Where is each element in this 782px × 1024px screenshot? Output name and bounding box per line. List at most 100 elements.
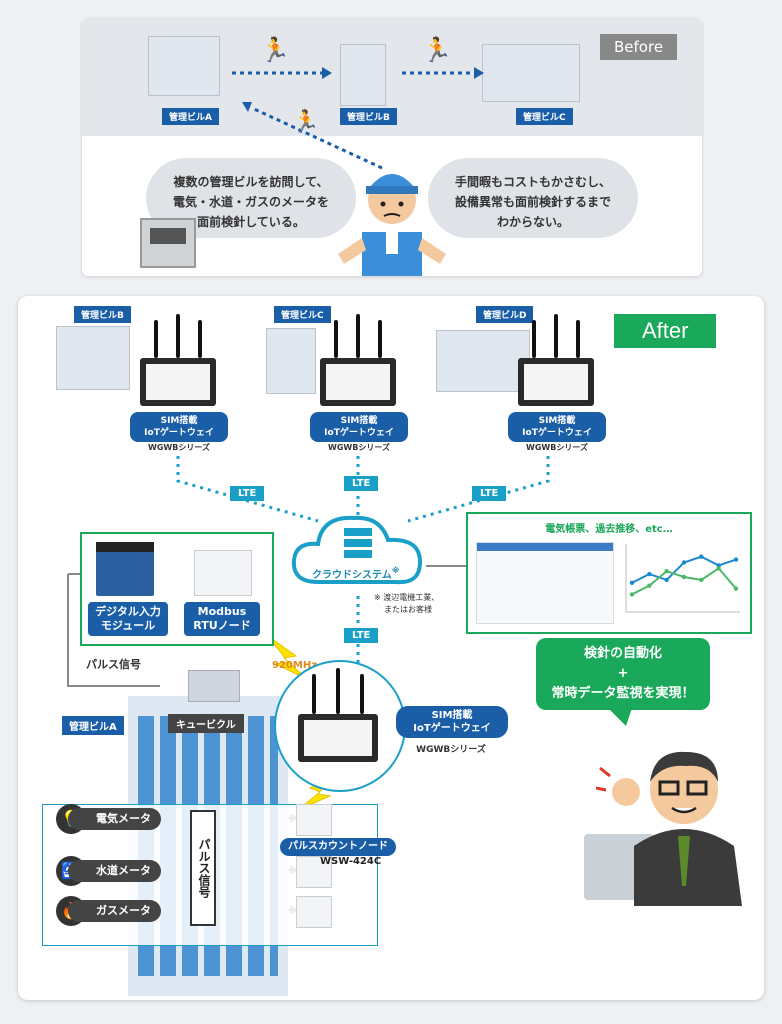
sim-label-line: SIM搭載: [340, 416, 378, 426]
series-1-line: [631, 566, 737, 596]
speech-line: 検針の自動化: [583, 646, 662, 661]
before-speech-right: 手間暇もコストもかさむし、 設備異常も面前検針するまで わからない。: [428, 158, 638, 238]
bubble-line: 電気・水道・ガスのメータを: [172, 195, 329, 209]
pulse-signal-label: パルス信号: [86, 658, 141, 671]
building-c-illustration: [482, 44, 580, 102]
gateway-device-b: [140, 314, 216, 406]
speech-tail: [608, 708, 632, 726]
gateway-d-label: SIM搭載 IoTゲートウェイ: [508, 412, 606, 442]
series-1-point-5: [716, 566, 721, 571]
series-0-point-2: [664, 577, 669, 583]
gas-meter-label: ガスメータ: [68, 900, 161, 922]
gateway-c-building-label: 管理ビルC: [274, 306, 331, 323]
sim-label-line: IoTゲートウェイ: [324, 428, 394, 438]
building-d-illustration: [436, 330, 530, 392]
series-1-point-4: [699, 577, 704, 583]
sim-label-line: SIM搭載: [431, 710, 473, 721]
before-building-a-label: 管理ビルA: [162, 108, 219, 125]
bubble-line: 面前検針している。: [197, 215, 305, 229]
cubicle-illustration: [188, 670, 240, 702]
before-panel: Before 管理ビルA 管理ビルB 管理ビルC 🏃 🏃 🏃 複数の管理ビルを訪…: [82, 18, 702, 276]
gateway-device-c: [320, 314, 396, 406]
after-tag: After: [614, 314, 717, 348]
gateway-c-label: SIM搭載 IoTゲートウェイ: [310, 412, 408, 442]
electric-meter-label: 電気メータ: [68, 808, 161, 830]
sim-label-line: IoTゲートウェイ: [522, 428, 592, 438]
cloud-note-2: またはお客様: [384, 605, 432, 614]
pulse-node-model: WSW-424C: [320, 856, 382, 867]
gateway-b-building-label: 管理ビルB: [74, 306, 131, 323]
series-1-point-2: [664, 569, 669, 574]
running-person-icon: 🏃: [422, 36, 452, 64]
lte-label-right: LTE: [472, 486, 507, 501]
cubicle-label: キュービクル: [168, 714, 244, 733]
series-1-point-6: [733, 586, 739, 591]
building-a-label: 管理ビルA: [62, 716, 124, 735]
before-building-c-label: 管理ビルC: [516, 108, 573, 125]
bubble-line: 複数の管理ビルを訪問して、: [173, 175, 329, 189]
building-c-illustration: [266, 328, 316, 394]
gateway-c-series: WGWBシリーズ: [328, 443, 390, 452]
device-box: デジタル入力 モジュール Modbus RTUノード: [80, 532, 274, 646]
lte-label-center: LTE: [344, 476, 379, 491]
water-meter-label: 水道メータ: [68, 860, 161, 882]
gateway-d-series: WGWBシリーズ: [526, 443, 588, 452]
freq-label-upper: 920MHz: [272, 660, 318, 671]
cloud-note-1: ※ 渡辺電機工業、: [374, 593, 440, 602]
pulse-node-illustration: [296, 804, 332, 836]
report-line-chart: [625, 544, 740, 613]
cloud-system-label: クラウドシステム※: [312, 566, 399, 581]
pulse-node-label: パルスカウントノード: [280, 838, 396, 856]
bubble-line: 設備異常も面前検針するまで: [454, 195, 611, 209]
digital-input-module-illustration: [96, 542, 154, 596]
happy-businessman-illustration: [584, 751, 742, 906]
gateway-b-label: SIM搭載 IoTゲートウェイ: [130, 412, 228, 442]
speech-line: 常時データ監視を実現！: [551, 686, 695, 701]
lte-label-lower: LTE: [344, 628, 379, 643]
series-0-point-0: [629, 580, 635, 585]
after-panel: After 管理ビルB 管理ビルC 管理ビルD SIM搭載 IoTゲートウェイ …: [18, 296, 764, 1000]
series-1-point-0: [629, 592, 635, 597]
digital-input-label: デジタル入力 モジュール: [88, 602, 168, 636]
meter-photo: [140, 218, 196, 268]
cloud-label-text: クラウドシステム: [312, 570, 392, 581]
digital-input-line: デジタル入力: [95, 605, 161, 618]
series-0-point-6: [733, 557, 739, 562]
report-table-thumbnail: [476, 542, 614, 624]
before-building-b-label: 管理ビルB: [340, 108, 397, 125]
sim-label-line: IoTゲートウェイ: [144, 428, 214, 438]
main-gateway-label: SIM搭載 IoTゲートウェイ: [396, 706, 508, 738]
pulse-node-illustration: [296, 856, 332, 888]
before-tag: Before: [600, 34, 678, 60]
before-route-arrows: [232, 67, 484, 170]
building-a-illustration: [148, 36, 220, 96]
gateway-b-series: WGWBシリーズ: [148, 443, 210, 452]
running-person-icon: 🏃: [292, 110, 320, 135]
gateway-d-building-label: 管理ビルD: [476, 306, 534, 323]
building-b-illustration: [56, 326, 130, 390]
modbus-line: Modbus: [197, 605, 247, 618]
bubble-line: わからない。: [496, 215, 569, 229]
main-gateway-device: [298, 668, 378, 762]
running-person-icon: 🏃: [260, 36, 290, 64]
series-0-point-4: [699, 554, 704, 559]
series-1-point-3: [681, 574, 687, 580]
digital-input-line: モジュール: [100, 619, 156, 632]
series-1-point-1: [647, 583, 652, 588]
sim-label-line: IoTゲートウェイ: [413, 723, 491, 734]
gateway-device-d: [518, 314, 594, 406]
cloud-icon: [291, 515, 423, 585]
series-0-point-1: [647, 571, 652, 577]
speech-line: +: [617, 666, 629, 681]
sim-label-line: SIM搭載: [160, 416, 198, 426]
pulse-node-illustration: [296, 896, 332, 928]
report-box: 電気帳票、過去推移、etc…: [466, 512, 752, 634]
modbus-label: Modbus RTUノード: [184, 602, 260, 636]
cloud-mark: ※: [391, 566, 400, 575]
result-speech-bubble: 検針の自動化 + 常時データ監視を実現！: [536, 638, 710, 710]
modbus-line: RTUノード: [193, 619, 251, 632]
before-speech-left: 複数の管理ビルを訪問して、 電気・水道・ガスのメータを 面前検針している。: [146, 158, 356, 238]
series-0-point-3: [681, 560, 687, 565]
lte-label-left: LTE: [230, 486, 265, 501]
report-title: 電気帳票、過去推移、etc…: [545, 524, 673, 535]
